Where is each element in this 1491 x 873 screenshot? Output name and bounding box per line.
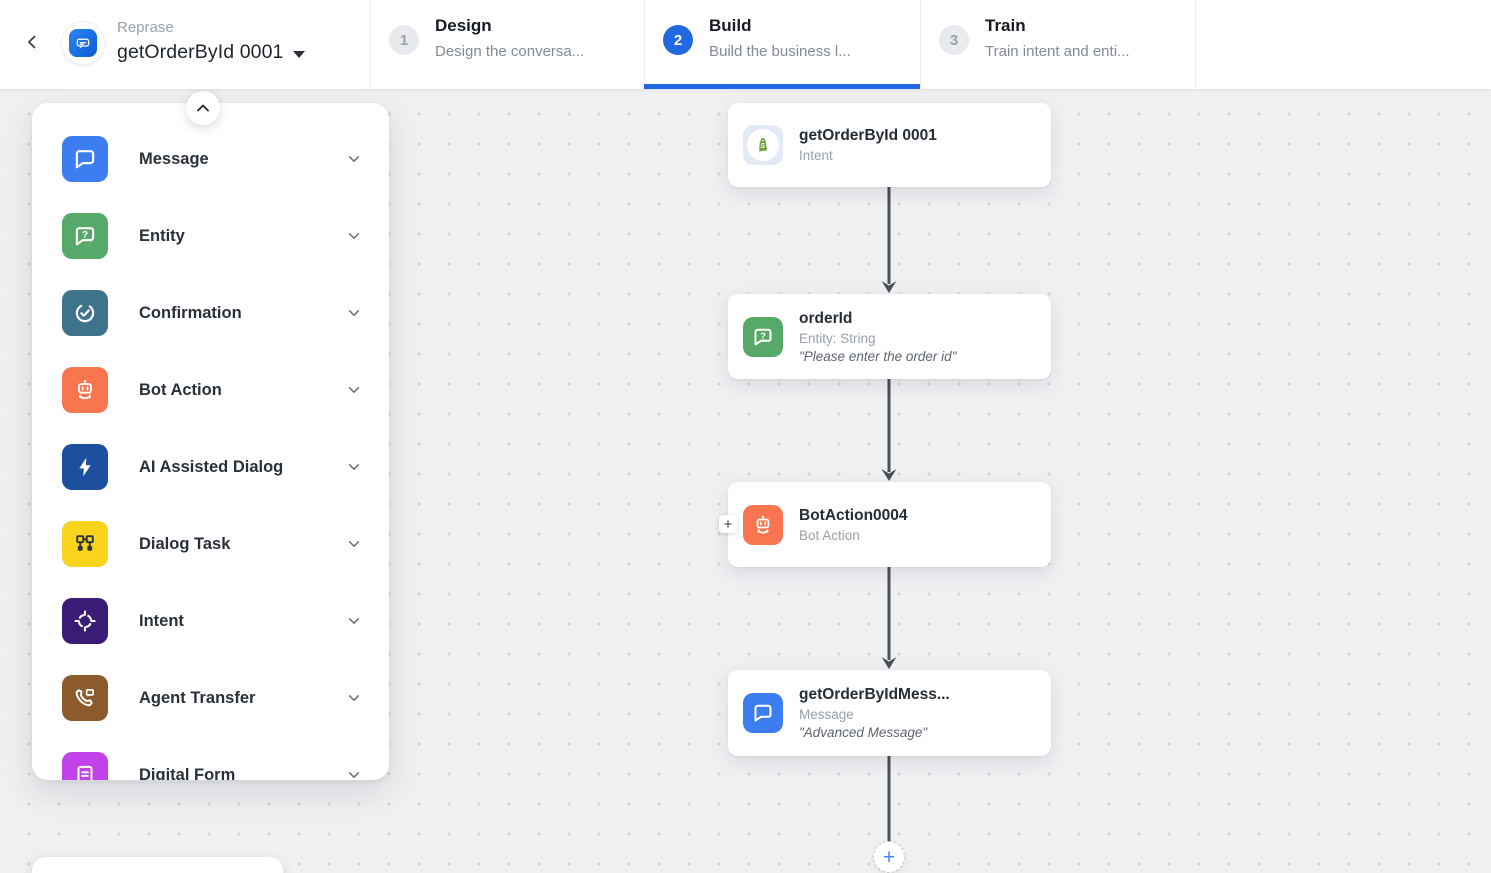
svg-text:?: ?: [82, 230, 88, 241]
flow-node-orderid[interactable]: ? orderId Entity: String "Please enter t…: [728, 294, 1051, 379]
palette-item-label: Confirmation: [139, 303, 242, 322]
palette-item-label: Agent Transfer: [139, 688, 256, 707]
node-palette: Message ? Entity Confirmation: [32, 103, 389, 780]
palette-item-label: Digital Form: [139, 765, 236, 781]
node-title: getOrderByIdMess...: [799, 686, 950, 703]
chevron-up-icon: [197, 104, 209, 112]
node-title: orderId: [799, 309, 853, 327]
entity-icon: ?: [743, 316, 783, 357]
step-train-subtitle: Train intent and enti...: [985, 43, 1130, 60]
step-design[interactable]: 1 Design Design the conversa...: [370, 0, 644, 89]
digital-form-icon: [62, 752, 108, 780]
palette-item-ai-assisted-dialog[interactable]: AI Assisted Dialog: [32, 444, 389, 490]
canvas-toolbar[interactable]: [32, 857, 283, 873]
back-button[interactable]: [18, 28, 46, 56]
step-design-subtitle: Design the conversa...: [435, 43, 585, 60]
message-icon: [743, 693, 783, 733]
chevron-down-icon[interactable]: [347, 229, 361, 243]
node-subtitle: Entity: String: [799, 330, 876, 346]
chevron-left-icon: [28, 35, 36, 49]
step-build[interactable]: 2 Build Build the business l...: [644, 0, 921, 89]
flow-node-message[interactable]: getOrderByIdMess... Message "Advanced Me…: [728, 670, 1051, 756]
bot-action-icon: [62, 367, 108, 413]
palette-item-entity[interactable]: ? Entity: [32, 213, 389, 259]
palette-item-bot-action[interactable]: Bot Action: [32, 367, 389, 413]
palette-item-label: Intent: [139, 611, 184, 630]
palette-item-message[interactable]: Message: [32, 136, 389, 182]
chevron-down-icon[interactable]: [347, 614, 361, 628]
chevron-down-icon[interactable]: [347, 460, 361, 474]
flow-node-intent[interactable]: S getOrderById 0001 Intent: [728, 103, 1051, 187]
node-subtitle: Intent: [799, 148, 833, 163]
node-prompt-text: "Advanced Message": [799, 725, 928, 740]
dialog-name: getOrderById 0001: [117, 41, 284, 63]
node-subtitle: Message: [799, 707, 854, 722]
step-train-number: 3: [939, 25, 969, 55]
intent-icon: [62, 598, 108, 644]
chevron-down-icon[interactable]: [347, 691, 361, 705]
insert-node-button[interactable]: +: [719, 515, 737, 533]
step-build-subtitle: Build the business l...: [709, 43, 851, 60]
palette-item-dialog-task[interactable]: Dialog Task: [32, 521, 389, 567]
step-train[interactable]: 3 Train Train intent and enti...: [920, 0, 1196, 89]
dialog-name-dropdown[interactable]: getOrderById 0001: [117, 41, 306, 64]
bot-avatar[interactable]: [62, 22, 104, 64]
svg-text:?: ?: [760, 330, 766, 341]
node-title: getOrderById 0001: [799, 127, 937, 144]
flow-node-botaction[interactable]: BotAction0004 Bot Action: [728, 482, 1051, 567]
step-build-title: Build: [709, 16, 752, 35]
caret-down-icon: [293, 50, 306, 58]
confirmation-icon: [62, 290, 108, 336]
step-design-number: 1: [389, 25, 419, 55]
chevron-down-icon[interactable]: [347, 152, 361, 166]
chevron-down-icon[interactable]: [347, 537, 361, 551]
palette-item-intent[interactable]: Intent: [32, 598, 389, 644]
top-header: Reprase getOrderById 0001 1 Design Desig…: [0, 0, 1491, 89]
bot-action-icon: [743, 504, 783, 545]
dialog-task-icon: [62, 521, 108, 567]
step-build-number: 2: [663, 25, 693, 55]
bot-name-label: Reprase: [117, 19, 174, 36]
palette-item-confirmation[interactable]: Confirmation: [32, 290, 389, 336]
palette-item-label: Bot Action: [139, 380, 222, 399]
entity-icon: ?: [62, 213, 108, 259]
step-design-title: Design: [435, 16, 492, 35]
flow-canvas[interactable]: Message ? Entity Confirmation: [0, 89, 1491, 873]
shopify-icon: S: [743, 125, 783, 165]
palette-item-label: Entity: [139, 226, 185, 245]
node-prompt-text: "Please enter the order id": [799, 348, 957, 364]
workflow-steps: 1 Design Design the conversa... 2 Build …: [370, 0, 1196, 89]
palette-item-digital-form[interactable]: Digital Form: [32, 752, 389, 780]
chevron-down-icon[interactable]: [347, 383, 361, 397]
node-subtitle: Bot Action: [799, 527, 860, 543]
svg-text:S: S: [760, 142, 765, 150]
ai-assisted-dialog-icon: [62, 444, 108, 490]
add-node-button[interactable]: +: [873, 841, 905, 873]
palette-collapse-button[interactable]: [186, 91, 220, 125]
chevron-down-icon[interactable]: [347, 768, 361, 780]
chat-bot-icon: [69, 29, 97, 57]
palette-item-label: Dialog Task: [139, 534, 231, 553]
chevron-down-icon[interactable]: [347, 306, 361, 320]
step-train-title: Train: [985, 16, 1026, 35]
message-icon: [62, 136, 108, 182]
agent-transfer-icon: [62, 675, 108, 721]
node-title: BotAction0004: [799, 506, 908, 524]
palette-item-agent-transfer[interactable]: Agent Transfer: [32, 675, 389, 721]
palette-item-label: AI Assisted Dialog: [139, 457, 284, 476]
palette-item-label: Message: [139, 149, 209, 168]
